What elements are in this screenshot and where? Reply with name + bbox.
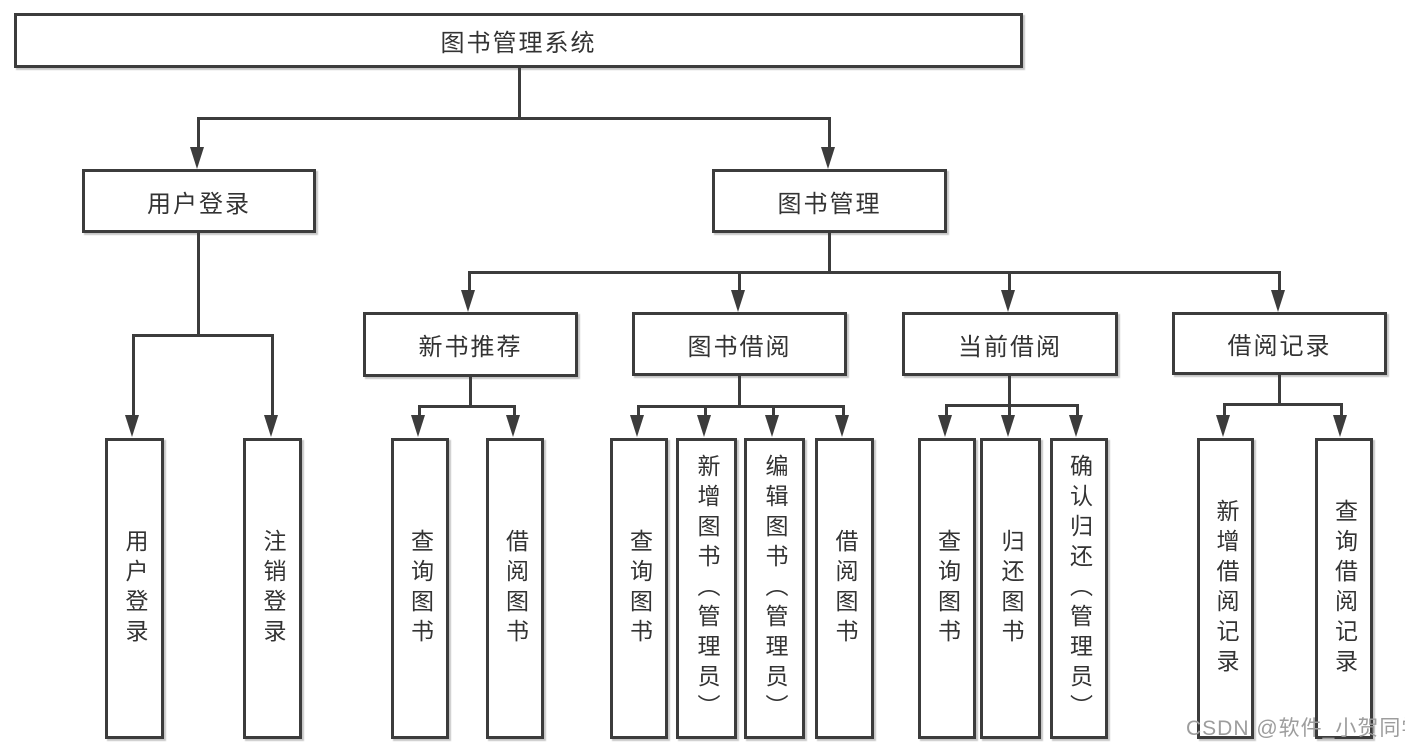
arrow-down-icon [1271, 290, 1285, 312]
connector-line [1076, 404, 1079, 417]
connector-line [468, 271, 1281, 274]
leaf-logout: 注销登录 [243, 438, 302, 739]
node-label: 查询图书 [626, 528, 653, 649]
connector-line [197, 233, 200, 337]
arrow-down-icon [835, 415, 849, 437]
connector-line [1223, 403, 1226, 417]
node-user-login: 用户登录 [82, 169, 316, 233]
node-label: 查询图书 [934, 528, 961, 649]
connector-line [637, 405, 845, 408]
node-label: 借阅图书 [502, 528, 529, 649]
arrow-down-icon [697, 415, 711, 437]
arrow-down-icon [731, 290, 745, 312]
leaf-borrow-books-recommend: 借阅图书 [486, 438, 544, 739]
node-label: 当前借阅 [958, 333, 1062, 361]
node-label: 新增图书（管理员） [694, 453, 720, 724]
arrow-down-icon [765, 415, 779, 437]
arrow-down-icon [1216, 415, 1230, 437]
connector-line [1340, 403, 1343, 417]
connector-line [828, 117, 831, 150]
connector-line [1278, 271, 1281, 291]
node-book-management: 图书管理 [712, 169, 947, 233]
connector-line [1008, 376, 1011, 406]
connector-line [945, 404, 948, 417]
arrow-down-icon [1333, 415, 1347, 437]
connector-line [1008, 271, 1011, 291]
leaf-confirm-return-admin: 确认归还（管理员） [1050, 438, 1108, 739]
leaf-query-borrow-record: 查询借阅记录 [1315, 438, 1373, 739]
leaf-user-login: 用户登录 [105, 438, 164, 739]
node-label: 归还图书 [998, 528, 1024, 649]
arrow-down-icon [938, 415, 952, 437]
leaf-return-book: 归还图书 [980, 438, 1041, 739]
node-new-book-recommend: 新书推荐 [363, 312, 578, 377]
connector-line [271, 334, 274, 417]
node-library-management-system: 图书管理系统 [14, 13, 1023, 68]
node-borrowing-records: 借阅记录 [1172, 312, 1387, 375]
leaf-edit-book-admin: 编辑图书（管理员） [744, 438, 805, 739]
connector-line [738, 376, 741, 407]
connector-line [945, 404, 1079, 407]
leaf-add-book-admin: 新增图书（管理员） [676, 438, 737, 739]
node-label: 查询图书 [407, 528, 434, 649]
node-book-borrowing: 图书借阅 [632, 312, 847, 376]
connector-line [772, 405, 775, 417]
connector-line [132, 334, 274, 337]
node-label: 图书管理 [777, 190, 882, 218]
arrow-down-icon [1069, 415, 1083, 437]
node-label: 查询借阅记录 [1331, 498, 1358, 679]
node-label: 编辑图书（管理员） [762, 453, 788, 724]
arrow-down-icon [125, 415, 139, 437]
connector-line [513, 405, 516, 417]
node-label: 用户登录 [147, 190, 251, 218]
leaf-query-books-current: 查询图书 [918, 438, 976, 739]
arrow-down-icon [630, 415, 644, 437]
connector-line [418, 405, 421, 417]
node-label: 图书管理系统 [440, 30, 597, 57]
node-label: 新增借阅记录 [1213, 498, 1239, 679]
connector-line [1278, 375, 1281, 405]
arrow-down-icon [190, 147, 204, 169]
arrow-down-icon [1001, 415, 1015, 437]
connector-line [738, 271, 741, 291]
connector-line [418, 405, 516, 408]
connector-line [197, 117, 200, 150]
node-label: 借阅图书 [832, 528, 858, 649]
leaf-query-books-recommend: 查询图书 [391, 438, 449, 739]
arrow-down-icon [1001, 290, 1015, 312]
leaf-borrow-books-borrowing: 借阅图书 [815, 438, 874, 739]
node-label: 用户登录 [122, 528, 148, 649]
arrow-down-icon [411, 415, 425, 437]
arrow-down-icon [461, 290, 475, 312]
node-label: 图书借阅 [687, 333, 792, 361]
csdn-watermark: CSDN @软件_小贺同学 [1186, 717, 1405, 740]
connector-line [1008, 404, 1011, 417]
leaf-query-books-borrowing: 查询图书 [610, 438, 668, 739]
connector-line [1223, 403, 1343, 406]
connector-line [704, 405, 707, 417]
node-current-borrowing: 当前借阅 [902, 312, 1118, 376]
arrow-down-icon [264, 415, 278, 437]
connector-line [518, 68, 521, 120]
connector-line [197, 117, 831, 120]
node-label: 确认归还（管理员） [1066, 453, 1093, 724]
connector-line [468, 271, 471, 291]
node-label: 新书推荐 [418, 334, 523, 361]
connector-line [637, 405, 640, 417]
arrow-down-icon [821, 147, 835, 169]
connector-line [842, 405, 845, 417]
arrow-down-icon [506, 415, 520, 437]
node-label: 借阅记录 [1227, 333, 1332, 360]
connector-line [132, 334, 135, 417]
connector-line [828, 233, 831, 273]
leaf-add-borrow-record: 新增借阅记录 [1197, 438, 1254, 739]
connector-line [469, 377, 472, 408]
node-label: 注销登录 [260, 528, 286, 649]
